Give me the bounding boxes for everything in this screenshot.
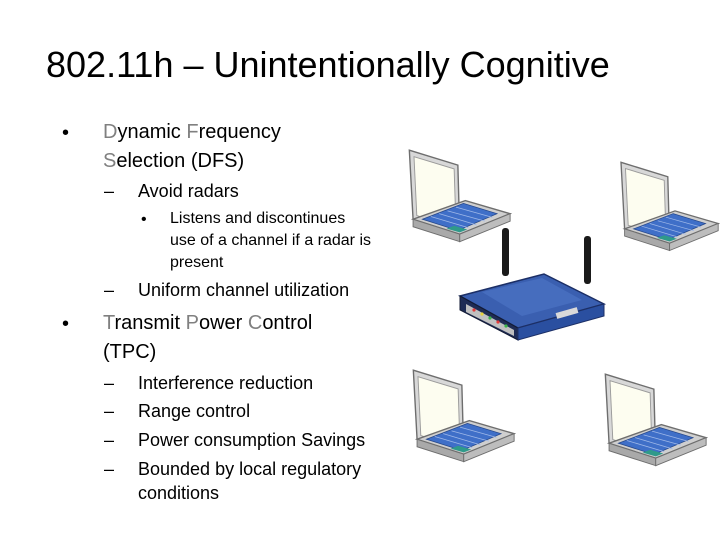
avoid-radars-text: Avoid radars [138, 181, 239, 201]
bullet-marker: • [62, 313, 70, 335]
bullet-marker: • [62, 122, 70, 144]
laptop-image-top-right [612, 158, 720, 280]
laptop-image-bottom-right [596, 372, 708, 494]
uniform-channel-text: Uniform channel utilization [138, 280, 350, 300]
tpc-heading-line1: Transmit Power Control [103, 312, 313, 334]
dash-marker: – [104, 280, 115, 300]
dash-marker: – [104, 181, 115, 201]
slide-title: 802.11h – Unintentionally Cognitive [46, 44, 610, 85]
dash-marker: – [104, 459, 115, 479]
interference-text: Interference reduction [138, 373, 314, 393]
dash-marker: – [104, 430, 115, 450]
dfs-heading-line2: Selection (DFS) [103, 150, 245, 172]
dfs-heading-line1: Dynamic Frequency [103, 121, 281, 143]
laptop-image-bottom-left [404, 368, 516, 490]
bullet-marker: • [141, 211, 147, 228]
radar-detail-line1: Listens and discontinues [170, 210, 346, 227]
range-control-text: Range control [138, 401, 251, 421]
power-savings-text: Power consumption Savings [138, 430, 366, 450]
tpc-heading-line2: (TPC) [103, 341, 157, 363]
radar-detail-line2: use of a channel if a radar is [170, 232, 372, 249]
regulatory-line2: conditions [138, 483, 220, 503]
dash-marker: – [104, 401, 115, 421]
wireless-router-image [457, 228, 607, 341]
dash-marker: – [104, 373, 115, 393]
regulatory-line1: Bounded by local regulatory [138, 459, 362, 479]
radar-detail-line3: present [170, 254, 224, 271]
